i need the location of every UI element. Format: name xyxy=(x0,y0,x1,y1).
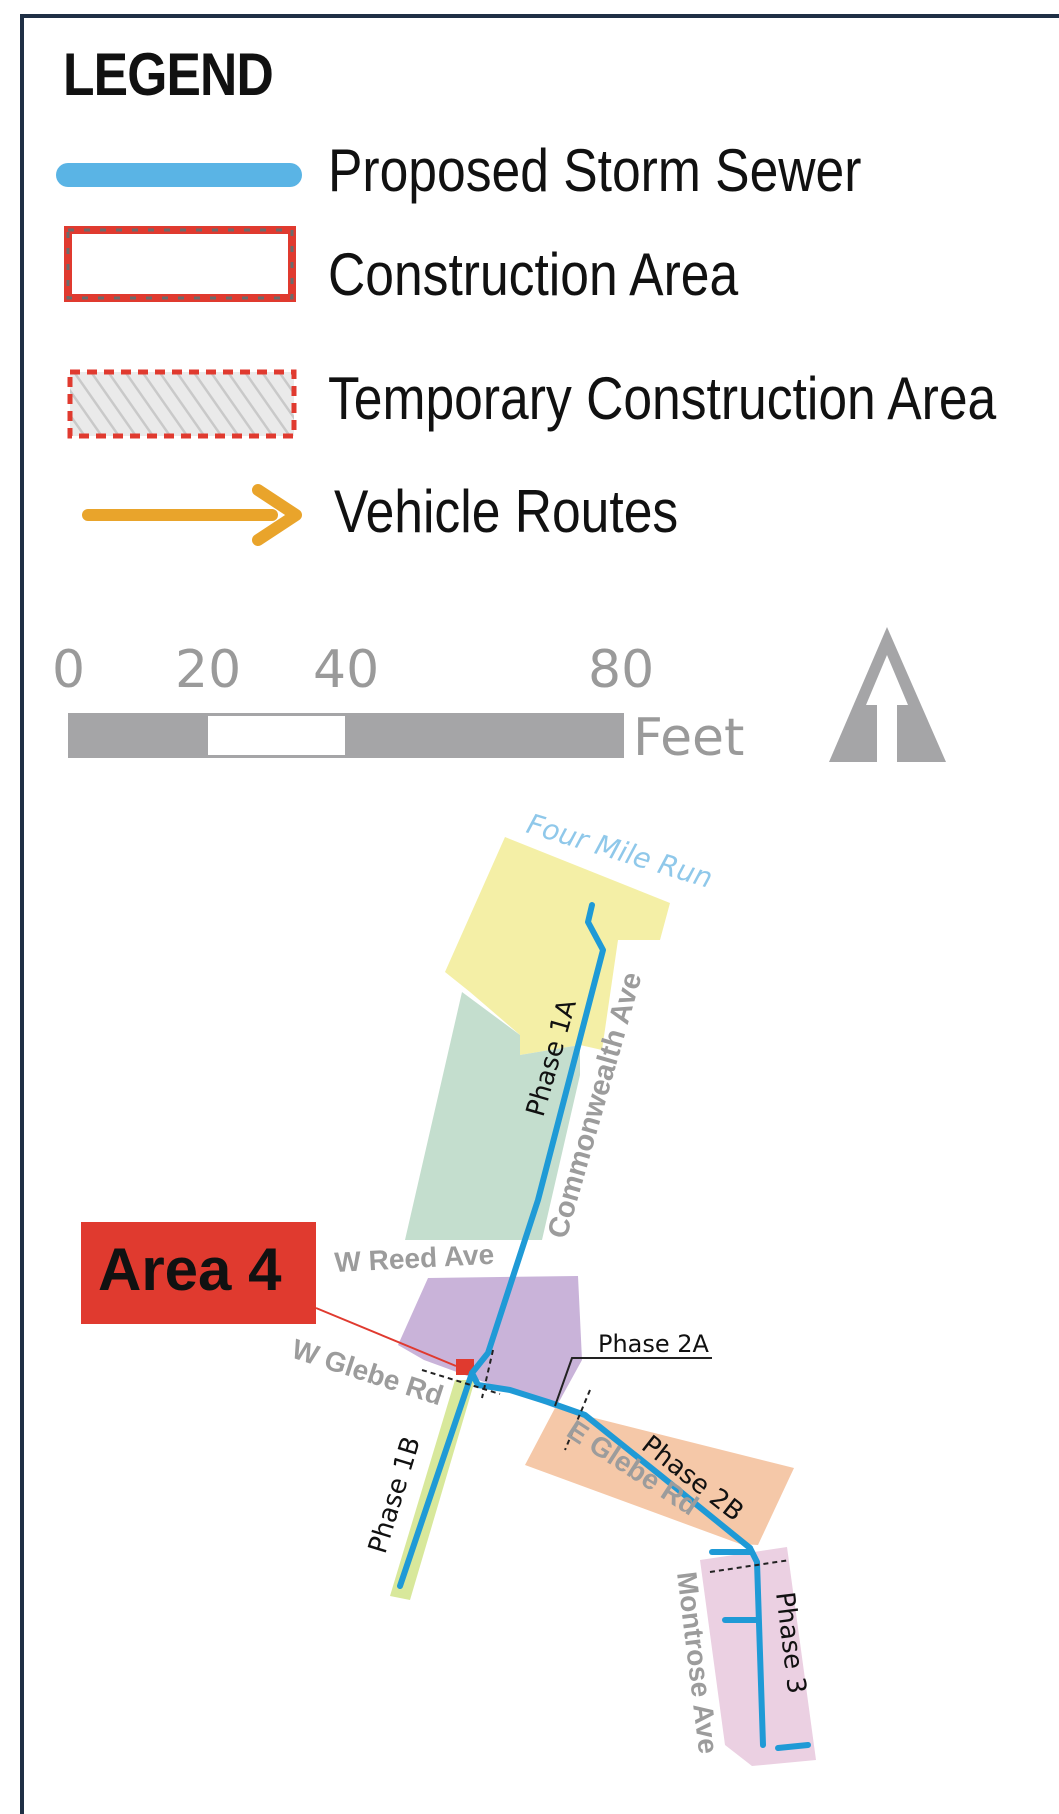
storm-sewer-network xyxy=(397,902,811,1751)
map-frame xyxy=(20,14,1059,1814)
scale-bar xyxy=(68,713,624,758)
phase-2a-label: Phase 2A xyxy=(598,1330,710,1358)
w-reed-ave-label: W Reed Ave xyxy=(334,1239,495,1278)
scale-tick-80: 80 xyxy=(588,640,655,700)
legend-label-vehicle-routes: Vehicle Routes xyxy=(334,478,679,545)
phase-1a-area xyxy=(445,837,670,1055)
area-4-marker xyxy=(456,1359,474,1375)
construction-area-box-icon xyxy=(64,226,296,302)
vehicle-route-arrow-icon xyxy=(82,484,302,546)
legend-label-storm-sewer: Proposed Storm Sewer xyxy=(328,137,862,204)
legend-title: LEGEND xyxy=(63,41,274,108)
scale-unit: Feet xyxy=(633,708,745,768)
phase-division-lines xyxy=(421,1349,791,1573)
area-4-leader-line xyxy=(315,1307,457,1367)
phase-2a-leader-line xyxy=(554,1357,712,1407)
legend-label-construction-area: Construction Area xyxy=(328,241,739,308)
area-4-label: Area 4 xyxy=(98,1236,282,1303)
scale-tick-40: 40 xyxy=(313,640,380,700)
scale-tick-20: 20 xyxy=(175,640,242,700)
temporary-area-box-icon xyxy=(67,369,297,439)
legend-label-temporary-area: Temporary Construction Area xyxy=(328,365,997,432)
scale-tick-0: 0 xyxy=(52,640,86,700)
area-4-callout xyxy=(81,1222,316,1324)
north-arrow-icon xyxy=(829,627,946,765)
green-area xyxy=(405,992,580,1240)
